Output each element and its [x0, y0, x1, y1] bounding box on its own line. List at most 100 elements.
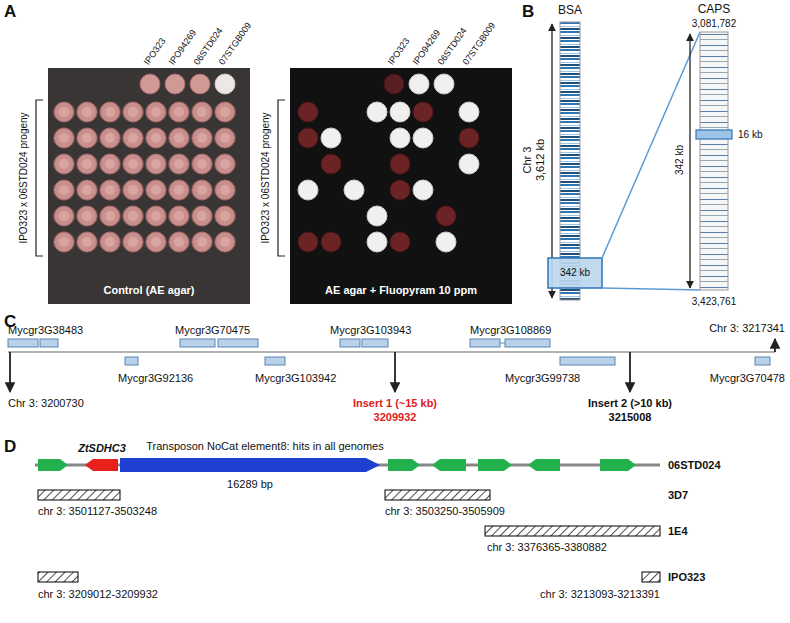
- insert-map-part: [85, 459, 118, 471]
- alignment-hits-part: [642, 572, 660, 582]
- fluopyram-plate-photo-part-part: [436, 232, 456, 252]
- genomic-region-part-part: [505, 339, 550, 347]
- genomic-region: [8, 339, 775, 392]
- alignment-label: chr 3: 3501127-3503248: [38, 505, 157, 518]
- insert-map: [35, 458, 660, 472]
- fluopyram-plate-photo-part-part: [367, 102, 387, 122]
- fluopyram-plate-photo-part: [290, 68, 512, 304]
- genomic-region-part: [8, 351, 775, 352]
- size-label: 342 kb: [560, 267, 590, 279]
- insert-coordinate: 3215008: [609, 411, 652, 424]
- control-plate-photo-part: [53, 99, 237, 255]
- genomic-region-part-part: [755, 357, 770, 365]
- insert-map-part-part: [478, 459, 512, 471]
- strain-label: 07STGB009: [217, 20, 254, 67]
- genomic-region-part-part: [629, 352, 631, 392]
- progeny-label: IPO323 x 06STD024 progeny: [18, 112, 30, 243]
- axis-label: Chr 3: [521, 147, 534, 174]
- size-label: 16289 bp: [227, 478, 273, 491]
- coordinate-label: Chr 3: 3200730: [8, 397, 84, 410]
- insert-map-part-part: [432, 459, 466, 471]
- bsa-chromosome-part: [551, 24, 552, 298]
- strain-label: 07STGB009: [461, 20, 498, 67]
- caps-region-part: [700, 32, 728, 290]
- alignment-label: chr 3: 3213093-3213391: [540, 588, 660, 601]
- fluopyram-plate-photo-part-part: [321, 128, 341, 148]
- size-label: 342 kb: [674, 145, 686, 175]
- bsa-chromosome: [548, 22, 602, 300]
- alignment-label: chr 3: 3503250-3505909: [385, 505, 505, 518]
- alignment-hits-part: [38, 490, 120, 500]
- fluopyram-plate-photo-part-part: [459, 128, 479, 148]
- fluopyram-plate-photo-part-part: [413, 102, 433, 122]
- genomic-region-part-part: [125, 357, 138, 365]
- size-label: 3,612 kb: [534, 139, 547, 181]
- gene-label: Mycgr3G70478: [710, 372, 785, 385]
- fluopyram-plate-photo-part-part: [390, 180, 410, 200]
- alignment-hits-part: [385, 490, 490, 500]
- alignment-hits: [38, 490, 660, 582]
- alignment-label: chr 3: 3209012-3209932: [38, 588, 158, 601]
- coordinate-label: 3,423,761: [692, 296, 737, 308]
- fluopyram-plate-photo-part-part: [298, 128, 318, 148]
- fluopyram-plate-photo-part-part: [436, 206, 456, 226]
- fluopyram-plate-photo-part-part: [298, 232, 318, 252]
- insert-map-part-part: [388, 459, 420, 471]
- bsa-chromosome-part: [548, 258, 602, 288]
- fluopyram-plate-photo-part-part: [459, 154, 479, 174]
- genomic-region-part-part: [40, 339, 58, 347]
- zoom-lines-part: [602, 32, 700, 258]
- fluopyram-plate-photo-part: [298, 102, 479, 252]
- gene-label: Mycgr3G38483: [8, 324, 83, 337]
- caps-region-part: [689, 34, 690, 288]
- fluopyram-plate-photo-part-part: [344, 180, 364, 200]
- plate-caption: AE agar + Fluopyram 10 ppm: [325, 284, 477, 297]
- panel-letter: B: [522, 2, 534, 22]
- fluopyram-plate-photo-part-part: [390, 154, 410, 174]
- method-heading: BSA: [558, 4, 582, 18]
- caps-region-part: [696, 130, 732, 139]
- strain-label: IPO323: [142, 36, 168, 67]
- genomic-region-part-part: [560, 357, 615, 365]
- zoom-lines-part: [602, 288, 700, 290]
- fluopyram-plate-photo-part-part: [298, 102, 318, 122]
- alignment-label: chr 3: 3376365-3380882: [487, 541, 607, 554]
- size-label: 16 kb: [738, 129, 762, 141]
- fluopyram-plate-photo-part-part: [321, 154, 341, 174]
- insert-map-part: [38, 459, 636, 471]
- genomic-region-part-part: [180, 339, 215, 347]
- fluopyram-plate-photo-part-part: [459, 102, 479, 122]
- fluopyram-plate-photo-part: [384, 74, 404, 94]
- fluopyram-plate-photo-part-part: [367, 206, 387, 226]
- gene-label: Mycgr3G70475: [175, 324, 250, 337]
- gene-label: Mycgr3G103942: [255, 372, 336, 385]
- genomic-region-part: [10, 339, 775, 392]
- zoom-lines: [602, 32, 700, 290]
- fluopyram-plate-photo-part-part: [367, 232, 387, 252]
- genome-label: 06STD024: [668, 459, 721, 472]
- alignment-hits-part: [38, 572, 78, 582]
- insert-map-part-part: [38, 459, 68, 471]
- control-plate-photo: [48, 68, 250, 304]
- control-plate-photo-part: [165, 74, 185, 94]
- insert-map-part-part: [528, 459, 560, 471]
- fluopyram-plate-photo-part-part: [390, 232, 410, 252]
- panel-letter: A: [4, 2, 16, 22]
- fluopyram-plate-photo-part-part: [413, 180, 433, 200]
- genome-label: 3D7: [668, 489, 688, 502]
- alignment-hits-part: [485, 526, 660, 536]
- genomic-region-part-part: [394, 352, 396, 392]
- genomic-region-part-part: [218, 339, 258, 347]
- genomic-region-part-part: [774, 339, 776, 352]
- insert-coordinate: 3209932: [374, 411, 417, 424]
- genomic-region-part-part: [8, 339, 38, 347]
- insert-label: Insert 2 (>10 kb): [588, 397, 672, 410]
- genomic-region-part-part: [265, 357, 285, 365]
- coordinate-label: 3,081,782: [692, 18, 737, 30]
- transposon-label: Transposon NoCat element8: hits in all g…: [146, 440, 383, 453]
- progeny-bracket: [36, 100, 285, 256]
- method-heading: CAPS: [698, 3, 731, 17]
- fluopyram-plate-photo-part: [434, 74, 454, 94]
- control-plate-photo-part: [190, 74, 210, 94]
